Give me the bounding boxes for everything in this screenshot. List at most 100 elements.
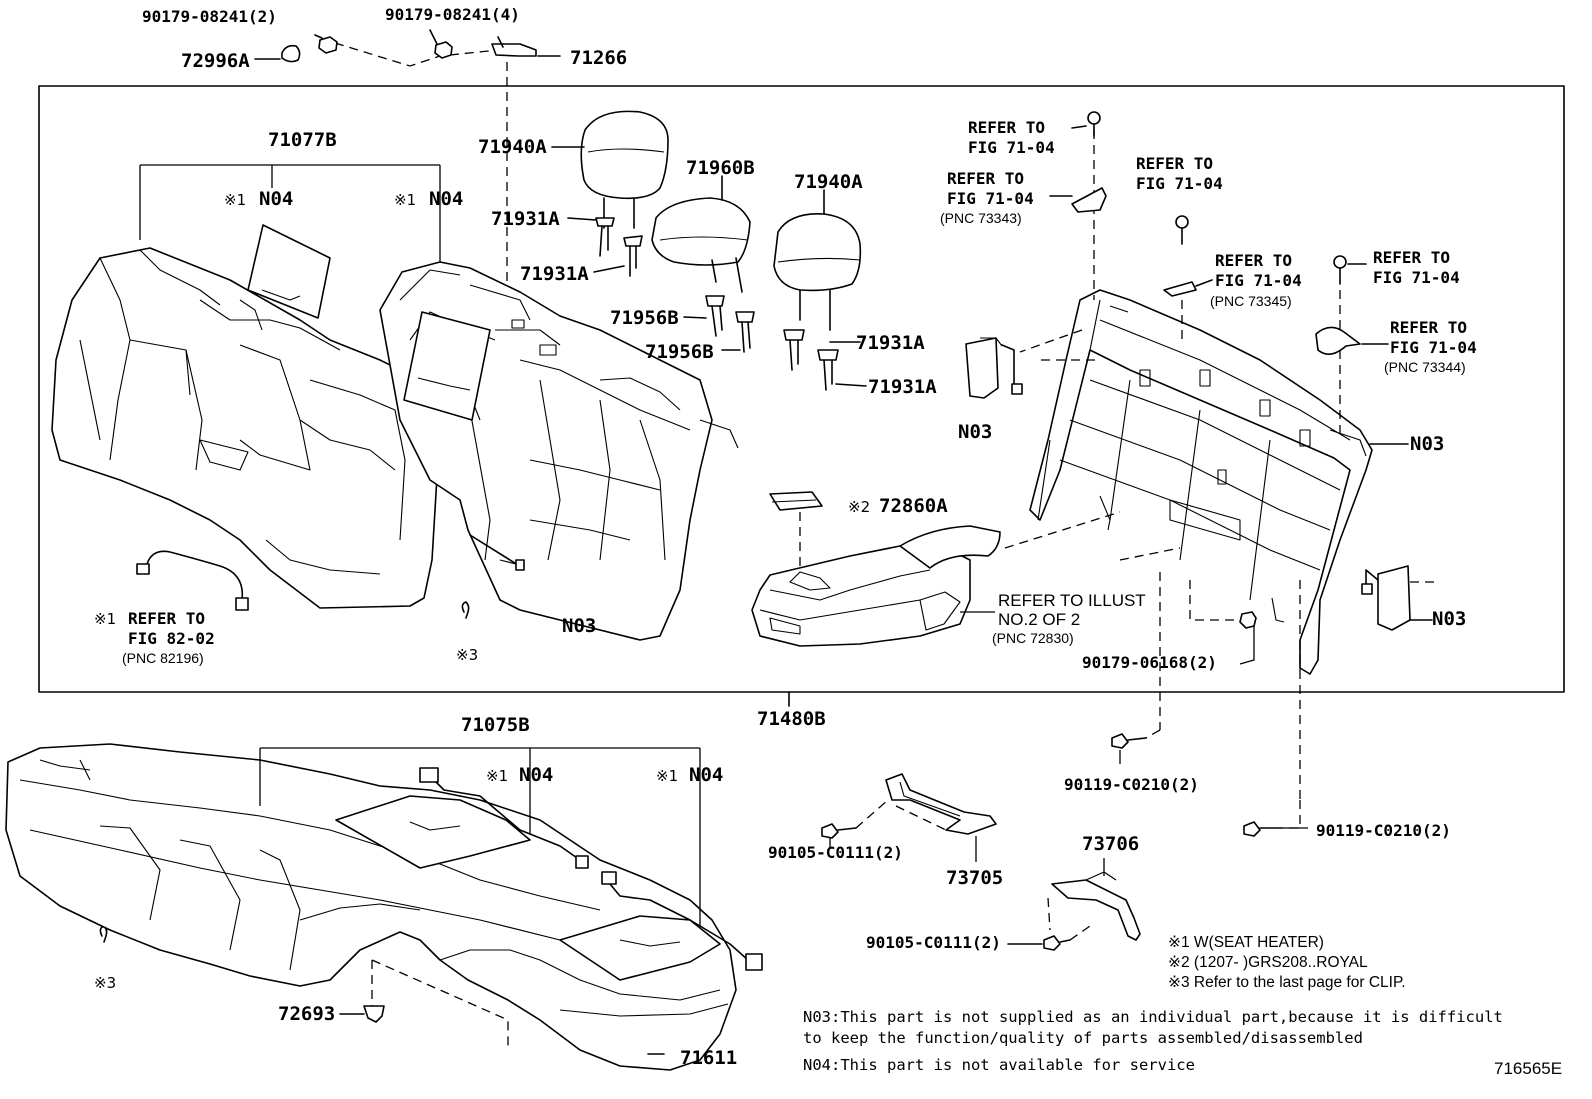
refer-no-2-of-2: NO.2 OF 2 xyxy=(998,610,1080,629)
harness-73705 xyxy=(885,773,997,835)
label-72996A: 72996A xyxy=(181,50,250,72)
figure-id: 716565E xyxy=(1494,1059,1562,1078)
bolt-icon xyxy=(1175,215,1189,245)
armrest-72860A-tray xyxy=(769,491,823,511)
nut-icon xyxy=(434,41,453,59)
mark-3: ※3 xyxy=(94,974,116,992)
refer-to: REFER TO xyxy=(968,118,1045,137)
refer-to: REFER TO xyxy=(1215,251,1292,270)
label-90105-C0111-2: 90105-C0111(2) xyxy=(866,933,1001,952)
label-90179-08241-4: 90179-08241(4) xyxy=(385,5,520,24)
mark-1: ※1 xyxy=(224,191,246,209)
seat-cushion xyxy=(5,743,737,1071)
label-n03-right-lower: N03 xyxy=(1432,608,1466,630)
label-90179-08241-2: 90179-08241(2) xyxy=(142,7,277,26)
hinge-cover-n03-left xyxy=(965,337,1023,399)
refer-fig-71-04: FIG 71-04 xyxy=(1390,338,1477,357)
label-n03-back: N03 xyxy=(562,615,596,637)
label-n04-back-left: N04 xyxy=(259,188,293,210)
label-90119-C0210-2: 90119-C0210(2) xyxy=(1316,821,1451,840)
mark-1: ※1 xyxy=(656,767,678,785)
mark-3: ※3 xyxy=(456,646,478,664)
pnc-73344: (PNC 73344) xyxy=(1384,359,1466,375)
heater-mat-n04-cushion-left xyxy=(335,795,531,869)
label-71611: 71611 xyxy=(680,1047,737,1069)
refer-to-illust: REFER TO ILLUST xyxy=(998,591,1146,610)
pnc-73343: (PNC 73343) xyxy=(940,210,1022,226)
part-labels: 90179-08241(2) 90179-08241(4) 72996A 712… xyxy=(94,5,1466,1069)
refer-to: REFER TO xyxy=(128,609,205,628)
armrest xyxy=(751,525,1001,647)
mark-2: ※2 xyxy=(848,498,870,516)
bolt-icon xyxy=(1243,821,1281,837)
label-71960B: 71960B xyxy=(686,157,755,179)
note-n03-line1: N03:This part is not supplied as an indi… xyxy=(803,1008,1503,1026)
label-71940A-left: 71940A xyxy=(478,136,547,158)
cushion-harness xyxy=(419,767,763,971)
refer-to: REFER TO xyxy=(1390,318,1467,337)
label-73706: 73706 xyxy=(1082,833,1139,855)
mark-1: ※1 xyxy=(394,191,416,209)
label-71266: 71266 xyxy=(570,47,627,69)
refer-fig-82-02: FIG 82-02 xyxy=(128,629,215,648)
label-n03-frame-left: N03 xyxy=(958,421,992,443)
label-73705: 73705 xyxy=(946,867,1003,889)
top-hardware xyxy=(254,29,561,300)
label-72693: 72693 xyxy=(278,1003,335,1025)
label-71075B: 71075B xyxy=(461,714,530,736)
seat-back-group-frame xyxy=(38,85,1565,693)
refer-fig-71-04: FIG 71-04 xyxy=(968,138,1055,157)
bolt-icon xyxy=(821,823,857,839)
clip-72693 xyxy=(363,1005,385,1023)
cover-73345 xyxy=(1163,281,1197,297)
heater-mat-n04-cushion-right xyxy=(559,915,721,981)
label-71931A: 71931A xyxy=(868,376,937,398)
pnc-73345: (PNC 73345) xyxy=(1210,293,1292,309)
nut-icon xyxy=(1239,611,1257,629)
refer-to: REFER TO xyxy=(947,169,1024,188)
note-n03-line2: to keep the function/quality of parts as… xyxy=(803,1029,1363,1047)
label-71931A: 71931A xyxy=(856,332,925,354)
pnc-82196: (PNC 82196) xyxy=(122,650,204,666)
cap-icon xyxy=(281,44,301,63)
label-n03-frame-right: N03 xyxy=(1410,433,1444,455)
note-n04: N04:This part is not available for servi… xyxy=(803,1056,1195,1074)
left-seat-back xyxy=(51,247,439,609)
label-n04-cushion-left: N04 xyxy=(519,764,553,786)
label-71940A-right: 71940A xyxy=(794,171,863,193)
headrest-71940A-right xyxy=(773,213,862,331)
bolt-icon xyxy=(1043,935,1071,951)
hinge-cover-n03-right xyxy=(1361,565,1411,631)
label-71956B: 71956B xyxy=(610,307,679,329)
heater-harness xyxy=(136,550,249,611)
headrest-guides xyxy=(595,217,839,391)
nut-icon xyxy=(318,36,338,54)
label-n04-cushion-right: N04 xyxy=(689,764,723,786)
label-71077B: 71077B xyxy=(268,129,337,151)
refer-fig-71-04: FIG 71-04 xyxy=(1215,271,1302,290)
refer-fig-71-04: FIG 71-04 xyxy=(1136,174,1223,193)
refer-to: REFER TO xyxy=(1373,248,1450,267)
label-90119-C0210-2: 90119-C0210(2) xyxy=(1064,775,1199,794)
reference-labels: REFER TO FIG 71-04 REFER TO FIG 71-04 (P… xyxy=(94,118,1477,666)
headrest-71960B xyxy=(651,197,751,293)
hinge-cover-73343 xyxy=(1071,187,1107,213)
clip-icon xyxy=(461,601,470,619)
mark-1: ※1 xyxy=(486,767,508,785)
legend-seat-heater: ※1 W(SEAT HEATER) xyxy=(1168,934,1324,951)
bolt-icon xyxy=(1087,111,1101,137)
label-n04-back-right: N04 xyxy=(429,188,463,210)
cover-73344 xyxy=(1315,326,1361,355)
refer-fig-71-04: FIG 71-04 xyxy=(1373,268,1460,287)
pnc-72830: (PNC 72830) xyxy=(992,630,1074,646)
label-71931A: 71931A xyxy=(491,208,560,230)
notes: N03:This part is not supplied as an indi… xyxy=(803,1008,1503,1074)
headrest-71940A-left xyxy=(580,110,669,229)
bolt-icon xyxy=(1333,255,1347,285)
bolt-icon xyxy=(1111,733,1147,749)
harness-73706 xyxy=(1051,871,1141,941)
refer-to: REFER TO xyxy=(1136,154,1213,173)
label-71956B: 71956B xyxy=(645,341,714,363)
legend-clip: ※3 Refer to the last page for CLIP. xyxy=(1168,974,1406,991)
